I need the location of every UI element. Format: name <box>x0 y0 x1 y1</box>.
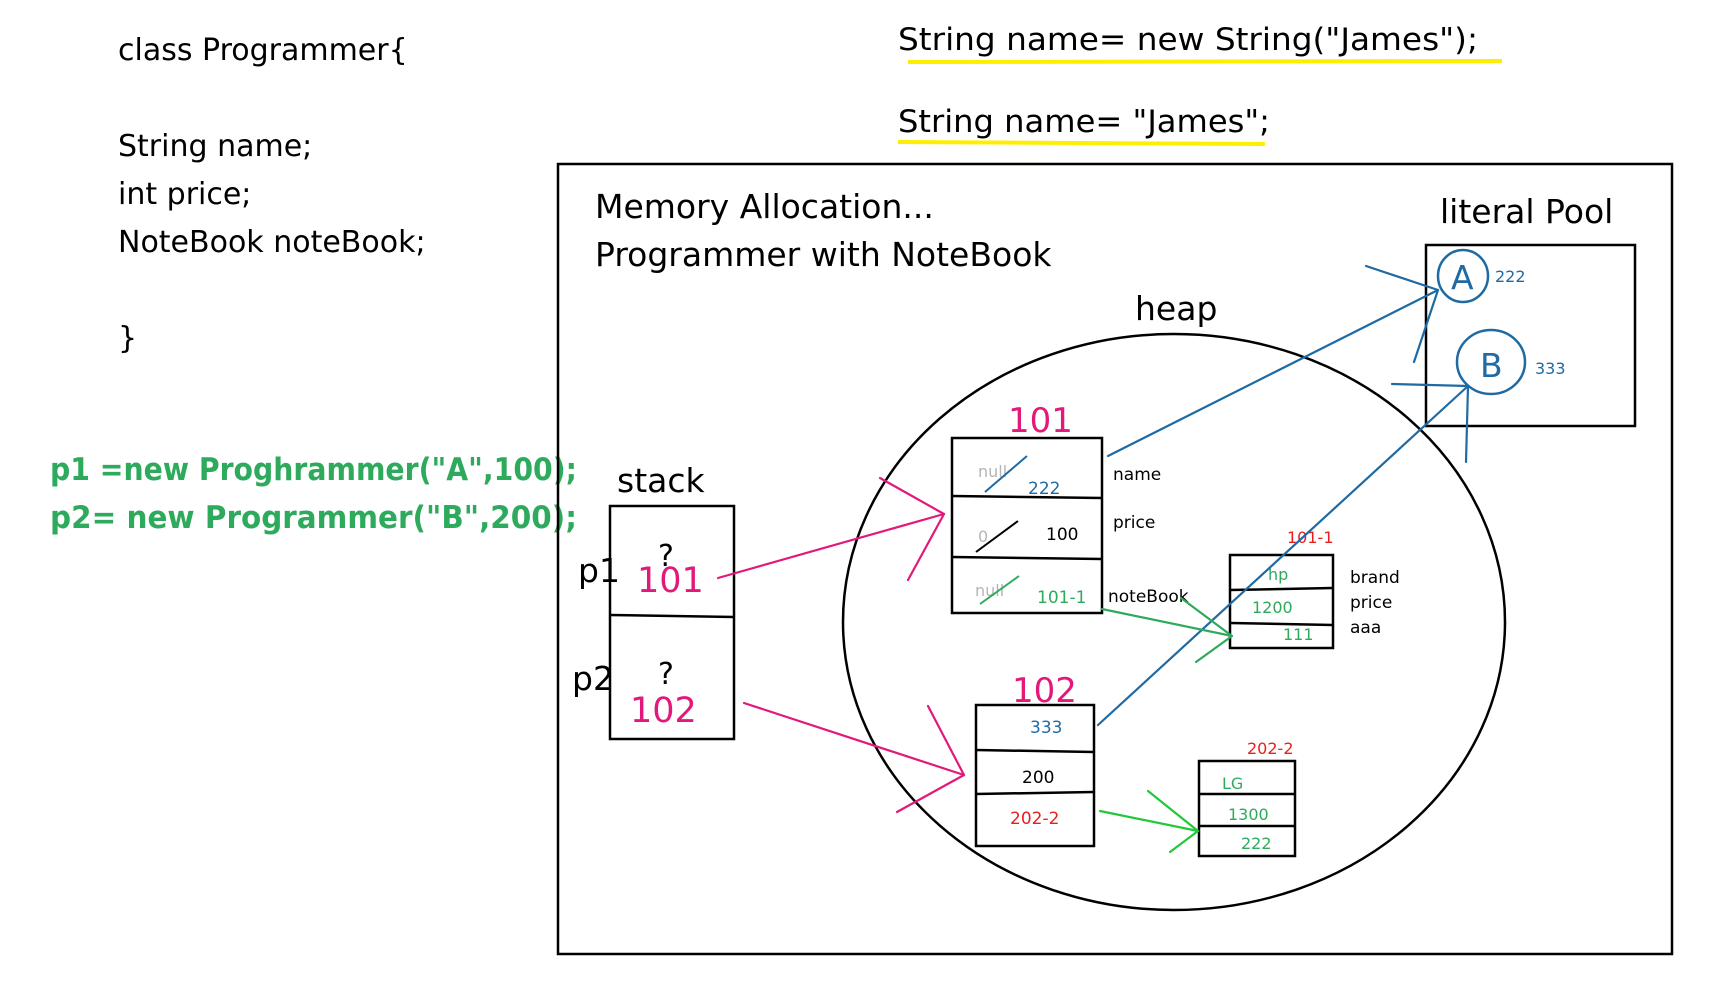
programmer-102-divider-1 <box>975 748 1095 754</box>
notebook-box-101-1 <box>1228 553 1335 650</box>
field-notebook-value: 101-1 <box>1037 588 1086 608</box>
programmer2-notebook-value: 202-2 <box>1010 809 1059 829</box>
underline-string-literal <box>897 140 1266 146</box>
arrow-p2-to-102 <box>742 701 966 777</box>
strike-name <box>984 455 1028 493</box>
notebook1-brand-label: brand <box>1350 568 1400 588</box>
heap-label: heap <box>1135 289 1217 328</box>
stack-box <box>608 504 736 741</box>
field-name-value: 222 <box>1028 479 1060 499</box>
literal-circle-b <box>1455 328 1527 396</box>
notebook1-brand-value: hp <box>1268 565 1288 584</box>
literal-pool: literal Pool A 222 B 333 <box>1424 192 1637 428</box>
notebook-object-202-2: 202-2 LG 1300 222 <box>1197 739 1297 858</box>
notebook-object-101-1: 101-1 hp 1200 111 brand price aaa <box>1228 528 1400 650</box>
literal-address-a: 222 <box>1495 267 1526 286</box>
notebook2-price-value: 1300 <box>1228 805 1269 824</box>
literal-letter-a: A <box>1451 258 1474 297</box>
arrow-p1-to-101 <box>716 512 946 580</box>
arrowhead-notebook-to-101-1 <box>1179 596 1234 664</box>
literal-address-b: 333 <box>1535 359 1566 378</box>
notebook2-brand-value: LG <box>1222 774 1243 793</box>
notebook1-aaa-value: 111 <box>1283 625 1314 644</box>
heap-region <box>841 332 1507 912</box>
stack-divider <box>609 613 735 619</box>
arrowhead-102-name-to-literal-b <box>1390 382 1470 464</box>
literal-letter-b: B <box>1480 346 1503 385</box>
field-name-old: null <box>978 462 1007 481</box>
field-price-label: price <box>1113 513 1155 533</box>
underline-string-new <box>907 59 1503 64</box>
programmer2-price-value: 200 <box>1022 768 1054 788</box>
string-example-literal: String name= "James"; <box>898 104 1270 140</box>
creation-code: p1 =new Proghrammer("A",100); p2= new Pr… <box>50 452 577 536</box>
field-price-value: 100 <box>1046 525 1078 545</box>
programmer-101-divider-1 <box>951 494 1103 500</box>
arrowhead-p2-to-102 <box>895 704 966 814</box>
stack-label: stack <box>617 461 705 500</box>
arrow-102-name-to-literal-b <box>1096 384 1470 727</box>
programmer-object-101: 101 null 222 name 0 100 price null 101-1… <box>950 401 1189 615</box>
stack-slot-p2: p2 ? 102 <box>572 657 697 731</box>
notebook1-aaa-label: aaa <box>1350 618 1381 638</box>
programmer-101-divider-2 <box>951 555 1103 561</box>
class-code: class Programmer{ String name; int price… <box>118 33 426 356</box>
notebook-box-202-2 <box>1197 759 1297 858</box>
diagram-frame <box>556 162 1674 956</box>
field-notebook-old: null <box>975 581 1004 600</box>
notebook1-price-label: price <box>1350 593 1392 613</box>
stack-var-p2: p2 <box>572 659 614 698</box>
arrowhead-name-to-literal-a <box>1364 264 1440 364</box>
notebook-address-202-2: 202-2 <box>1247 739 1294 758</box>
string-example-new: String name= new String("James"); <box>898 22 1478 58</box>
notebook2-aaa-value: 222 <box>1241 834 1272 853</box>
code-line-close: } <box>118 321 137 356</box>
code-line-class: class Programmer{ <box>118 33 408 68</box>
code-line-notebook: NoteBook noteBook; <box>118 225 426 260</box>
literal-circle-a <box>1436 248 1490 304</box>
programmer-address-101: 101 <box>1008 401 1073 441</box>
creation-line-p2: p2= new Programmer("B",200); <box>50 500 577 536</box>
arrow-name-to-literal-a <box>1106 288 1440 458</box>
arrowhead-p1-to-101 <box>878 476 946 582</box>
creation-line-p1: p1 =new Proghrammer("A",100); <box>50 452 577 488</box>
arrowhead-102-notebook-to-202-2 <box>1146 789 1200 854</box>
strike-notebook <box>979 575 1020 605</box>
stack-var-p1: p1 <box>578 551 620 590</box>
field-price-old: 0 <box>978 527 988 546</box>
field-name-label: name <box>1113 465 1161 485</box>
strike-price <box>975 520 1019 553</box>
stack-value-p2: 102 <box>630 691 697 731</box>
literal-pool-label: literal Pool <box>1440 192 1613 231</box>
programmer2-name-value: 333 <box>1030 718 1062 738</box>
diagram-title: Memory Allocation... Programmer with Not… <box>595 187 1052 274</box>
stack-old-p2: ? <box>658 657 674 692</box>
stack-old-p1: ? <box>658 539 674 574</box>
diagram-title-line-1: Memory Allocation... <box>595 187 934 226</box>
stack-value-p1: 101 <box>637 561 704 601</box>
notebook1-price-value: 1200 <box>1252 598 1293 617</box>
literal-pool-box <box>1424 243 1637 428</box>
programmer-102-divider-2 <box>975 790 1095 796</box>
arrow-notebook-to-101-1 <box>1100 607 1234 638</box>
diagram-title-line-2: Programmer with NoteBook <box>595 235 1052 274</box>
field-notebook-label: noteBook <box>1108 587 1189 607</box>
notebook-101-1-divider-2 <box>1229 621 1334 627</box>
stack-slot-p1: p1 ? 101 <box>578 539 704 601</box>
programmer-object-102: 102 333 200 202-2 <box>974 671 1096 848</box>
string-examples: String name= new String("James"); String… <box>898 22 1478 140</box>
programmer-box-102 <box>974 703 1096 848</box>
code-line-name: String name; <box>118 129 312 164</box>
programmer-box-101 <box>950 436 1104 615</box>
code-line-price: int price; <box>118 177 251 212</box>
arrow-102-notebook-to-202-2 <box>1098 809 1200 833</box>
